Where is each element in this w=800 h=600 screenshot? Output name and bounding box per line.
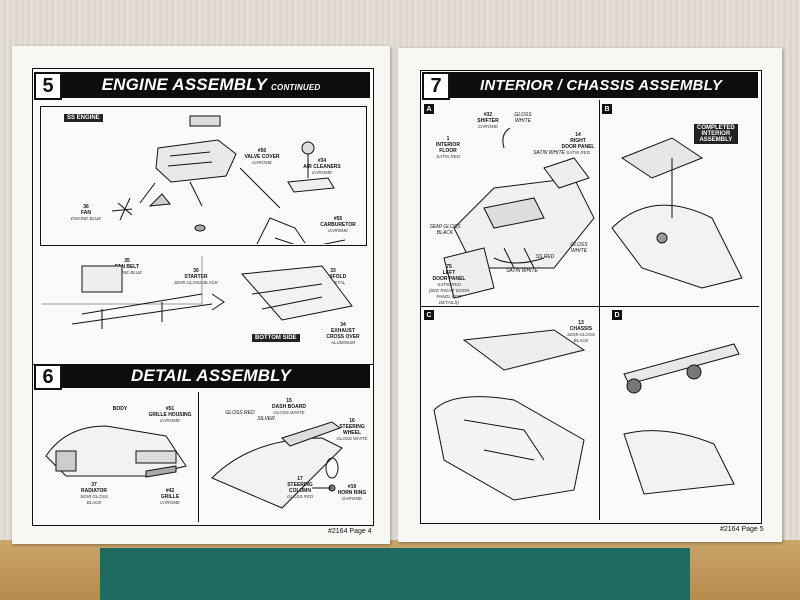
section-5-title: ENGINE ASSEMBLY: [101, 75, 268, 94]
horizontal-divider: [421, 306, 759, 307]
label-body: BODY: [112, 406, 128, 412]
label-gloss-red: GLOSS RED: [225, 410, 255, 416]
section-5-subtitle: CONTINUED: [271, 83, 321, 92]
label-semi-gloss-black: SEMI GLOSS BLACK: [429, 224, 461, 236]
page-number-5: #2164 Page 5: [720, 526, 764, 533]
step-number-6: 6: [34, 364, 62, 390]
vertical-divider: [599, 100, 600, 520]
ss-engine-tag: SS ENGINE: [64, 114, 103, 122]
label-gloss-white: GLOSS WHITE: [514, 112, 532, 124]
section-7-header: INTERIOR / CHASSIS ASSEMBLY: [444, 72, 758, 98]
section-5-header: ENGINE ASSEMBLY CONTINUED: [52, 72, 370, 98]
page-number-4: #2164 Page 4: [328, 528, 372, 535]
step-number-7: 7: [422, 72, 450, 100]
label-gloss-white-2: GLOSS WHITE: [570, 242, 588, 254]
label-satin-white-2: SATIN WHITE: [506, 268, 538, 274]
instruction-page-4: ENGINE ASSEMBLY CONTINUED 5 SS ENGINE #5…: [12, 46, 390, 544]
panel-c-marker: C: [424, 310, 434, 320]
instruction-page-5: INTERIOR / CHASSIS ASSEMBLY 7 A B C D #3…: [398, 48, 782, 542]
completed-interior-drawing: [611, 137, 743, 289]
label-satin-white: SATIN WHITE: [533, 150, 565, 156]
panel-d-marker: D: [612, 310, 622, 320]
label-silver: SILVER: [257, 416, 275, 422]
section-6-divider: [198, 392, 199, 522]
panel-a-marker: A: [424, 104, 434, 114]
cutting-mat: [100, 548, 690, 600]
panel-b-marker: B: [602, 104, 612, 114]
dashboard-steering-drawing: [211, 421, 343, 509]
completed-interior-tag: COMPLETED INTERIOR ASSEMBLY: [694, 124, 738, 144]
chassis-wheels-drawing: [623, 343, 740, 495]
section-6-header: DETAIL ASSEMBLY: [52, 364, 370, 388]
label-ss-red: SS RED: [535, 254, 555, 260]
body-grille-drawing: [45, 425, 187, 478]
engine-exploded-drawing: [111, 115, 346, 244]
step-number-5: 5: [34, 72, 62, 100]
chassis-body-drawing: [433, 329, 586, 501]
chassis-bottom-drawing: [42, 256, 353, 329]
interior-exploded-drawing: [443, 127, 595, 299]
bottom-side-tag: BOTTOM SIDE: [252, 334, 300, 342]
